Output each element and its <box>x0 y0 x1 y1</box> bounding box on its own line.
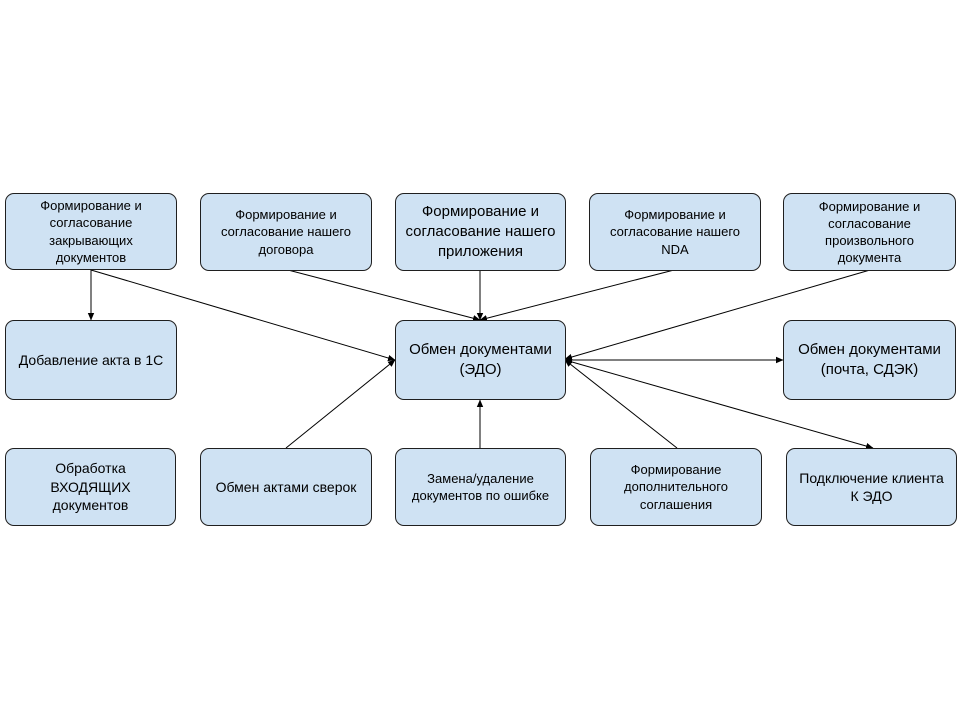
node-connect-client-edo-label: Подключение клиента К ЭДО <box>799 469 944 504</box>
node-our-appendix: Формирование и согласование нашего прило… <box>395 193 566 271</box>
node-add-act-1c: Добавление акта в 1С <box>5 320 177 400</box>
edge-edo-exchange-to-connect-client <box>564 359 874 450</box>
node-arbitrary-doc-label: Формирование и согласование произвольног… <box>818 198 921 266</box>
edge-our-contract-to-edo-exchange <box>287 269 481 322</box>
edge-arbitrary-doc-to-edo-exchange <box>564 269 871 361</box>
node-reconciliation-acts: Обмен актами сверок <box>200 448 372 526</box>
node-add-act-1c-label: Добавление акта в 1С <box>18 351 164 368</box>
node-edo-exchange: Обмен документами (ЭДО) <box>395 320 566 400</box>
node-our-appendix-label: Формирование и согласование нашего прило… <box>405 203 556 260</box>
edge-supplementary-to-edo-exchange <box>564 359 678 449</box>
node-replace-delete-docs-label: Замена/удаление документов по ошибке <box>411 470 550 503</box>
node-reconciliation-acts-label: Обмен актами сверок <box>215 478 357 495</box>
node-mail-exchange-label: Обмен документами (почта, СДЭК) <box>798 341 941 378</box>
node-edo-exchange-label: Обмен документами (ЭДО) <box>409 341 552 378</box>
node-closing-docs: Формирование и согласование закрывающих … <box>5 193 177 270</box>
node-arbitrary-doc: Формирование и согласование произвольног… <box>783 193 956 271</box>
node-replace-delete-docs: Замена/удаление документов по ошибке <box>395 448 566 526</box>
edge-closing-docs-to-edo-exchange <box>90 269 396 362</box>
node-closing-docs-label: Формирование и согласование закрывающих … <box>40 198 142 265</box>
node-our-nda-label: Формирование и согласование нашего NDA <box>609 207 741 257</box>
node-mail-exchange: Обмен документами (почта, СДЭК) <box>783 320 956 400</box>
node-supplementary-agreement: Формирование дополнительного соглашения <box>590 448 762 526</box>
node-our-contract-label: Формирование и согласование нашего догов… <box>220 207 352 257</box>
node-our-contract: Формирование и согласование нашего догов… <box>200 193 372 271</box>
node-incoming-processing-label: Обработка ВХОДЯЩИХ документов <box>50 460 131 514</box>
node-our-nda: Формирование и согласование нашего NDA <box>589 193 761 271</box>
node-incoming-processing: Обработка ВХОДЯЩИХ документов <box>5 448 176 526</box>
node-connect-client-edo: Подключение клиента К ЭДО <box>786 448 957 526</box>
node-supplementary-agreement-label: Формирование дополнительного соглашения <box>624 462 728 512</box>
edge-our-nda-to-edo-exchange <box>479 269 675 322</box>
edge-reconciliation-acts-to-edo-exchange <box>285 359 396 449</box>
